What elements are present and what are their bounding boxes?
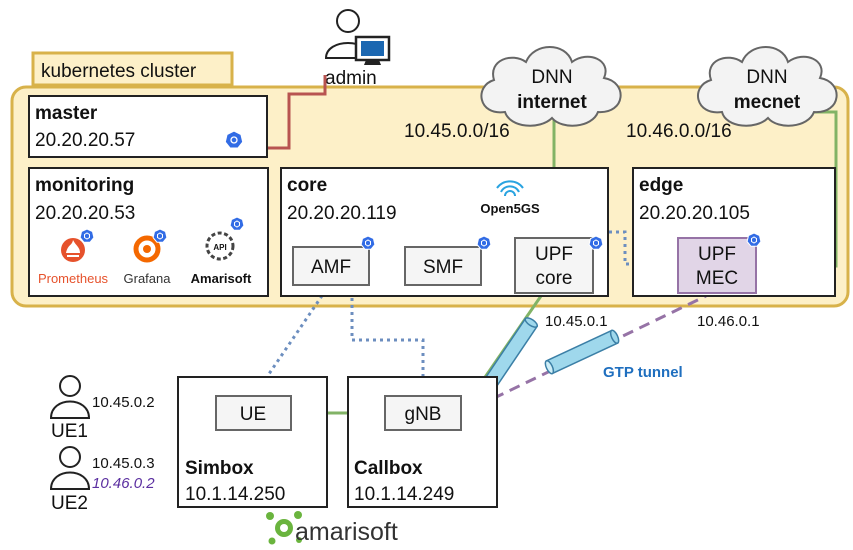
cluster-label: kubernetes cluster (41, 61, 197, 82)
core-title: core (287, 175, 327, 196)
tunnel-gtp (544, 329, 620, 375)
ue1-device[interactable]: UE1 10.45.0.2 (49, 375, 155, 442)
ue2-ip: 10.45.0.3 (92, 455, 155, 472)
callbox[interactable]: gNB Callbox 10.1.14.249 (347, 376, 498, 508)
edge-ip: 20.20.20.105 (639, 203, 750, 224)
kubernetes-icon (79, 228, 95, 243)
amarisoft-label: Amarisoft (191, 271, 252, 286)
dnn-internet-line2: internet (517, 92, 587, 113)
upf-mec-function[interactable]: UPF MEC (677, 237, 757, 294)
ue2-device[interactable]: UE2 10.45.0.3 10.46.0.2 (49, 446, 155, 514)
ue1-ip: 10.45.0.2 (92, 394, 155, 411)
smf-function[interactable]: SMF (404, 246, 482, 286)
master-title: master (35, 103, 98, 124)
dnn-internet-line1: DNN (531, 67, 572, 88)
cloud-icon (697, 46, 838, 127)
subnet-mecnet: 10.46.0.0/16 (626, 121, 732, 142)
kubernetes-icon (229, 216, 245, 231)
amf-label: AMF (311, 257, 351, 278)
monitoring-title: monitoring (35, 175, 134, 196)
user-icon (49, 446, 91, 490)
grafana-logo: Grafana (124, 235, 172, 286)
api-label: API (213, 243, 226, 252)
upf-core-line1: UPF (535, 244, 573, 265)
simbox-ip: 10.1.14.250 (185, 484, 285, 505)
dnn-mecnet-line1: DNN (746, 67, 787, 88)
upf-core-line2: core (536, 268, 573, 289)
grafana-icon (133, 235, 161, 263)
callbox-ip: 10.1.14.249 (354, 484, 454, 505)
smf-label: SMF (423, 257, 463, 278)
kubernetes-icon (224, 130, 244, 149)
core-ip: 20.20.20.119 (287, 203, 397, 224)
ue-function[interactable]: UE (215, 395, 292, 431)
dnn-internet[interactable]: DNN internet (480, 46, 622, 127)
upf-mec-line1: UPF (698, 244, 736, 265)
simbox-title: Simbox (185, 458, 254, 479)
kubernetes-icon (476, 235, 492, 250)
ue1-name: UE1 (51, 421, 88, 442)
edge-node[interactable]: edge 20.20.20.105 UPF MEC (632, 167, 836, 297)
wireless-signal-icon (496, 180, 524, 197)
kubernetes-icon (746, 232, 762, 247)
core-node[interactable]: core 20.20.20.119 Open5GS AMF SMF UPF co… (280, 167, 609, 297)
kubernetes-icon (588, 235, 604, 250)
monitoring-node[interactable]: monitoring 20.20.20.53 Prometheus Grafan… (28, 167, 269, 297)
dnn-mecnet[interactable]: DNN mecnet (697, 46, 838, 127)
amarisoft-api-logo: API Amarisoft (191, 231, 252, 286)
kubernetes-icon (360, 235, 376, 250)
kubernetes-icon (152, 228, 168, 243)
master-node[interactable]: master 20.20.20.57 (28, 95, 268, 158)
monitoring-ip: 20.20.20.53 (35, 203, 135, 224)
cloud-icon (480, 46, 622, 127)
gnb-function[interactable]: gNB (384, 395, 462, 431)
open5gs-logo: Open5GS (480, 180, 540, 216)
master-ip: 20.20.20.57 (35, 130, 135, 151)
grafana-label: Grafana (124, 271, 172, 286)
gnb-label: gNB (405, 404, 442, 425)
open5gs-label: Open5GS (480, 201, 540, 216)
edge-title: edge (639, 175, 683, 196)
ue2-ip-mec: 10.46.0.2 (92, 475, 155, 492)
amf-function[interactable]: AMF (292, 246, 370, 286)
prometheus-label: Prometheus (38, 271, 109, 286)
gtp-tunnel-label: GTP tunnel (603, 364, 683, 381)
amarisoft-wordmark: amarisoft (295, 518, 398, 546)
prometheus-logo: Prometheus (38, 238, 109, 286)
upf-core-ip: 10.45.0.1 (545, 313, 608, 330)
admin-user[interactable]: admin (324, 9, 391, 89)
callbox-title: Callbox (354, 458, 423, 479)
subnet-internet: 10.45.0.0/16 (404, 121, 510, 142)
amarisoft-logo: amarisoft (266, 511, 398, 546)
gnb-amf-link (350, 284, 425, 396)
upf-core-function[interactable]: UPF core (514, 237, 594, 294)
simbox[interactable]: UE Simbox 10.1.14.250 (177, 376, 328, 508)
ue-label: UE (240, 404, 266, 425)
upf-mec-ip: 10.46.0.1 (697, 313, 760, 330)
user-icon (49, 375, 91, 419)
admin-user-icon (324, 9, 391, 65)
dnn-mecnet-line2: mecnet (734, 92, 801, 113)
admin-link (246, 75, 327, 150)
admin-label: admin (325, 68, 377, 89)
ue2-name: UE2 (51, 493, 88, 514)
api-gear-icon (205, 231, 235, 261)
upf-mec-line2: MEC (696, 268, 738, 289)
